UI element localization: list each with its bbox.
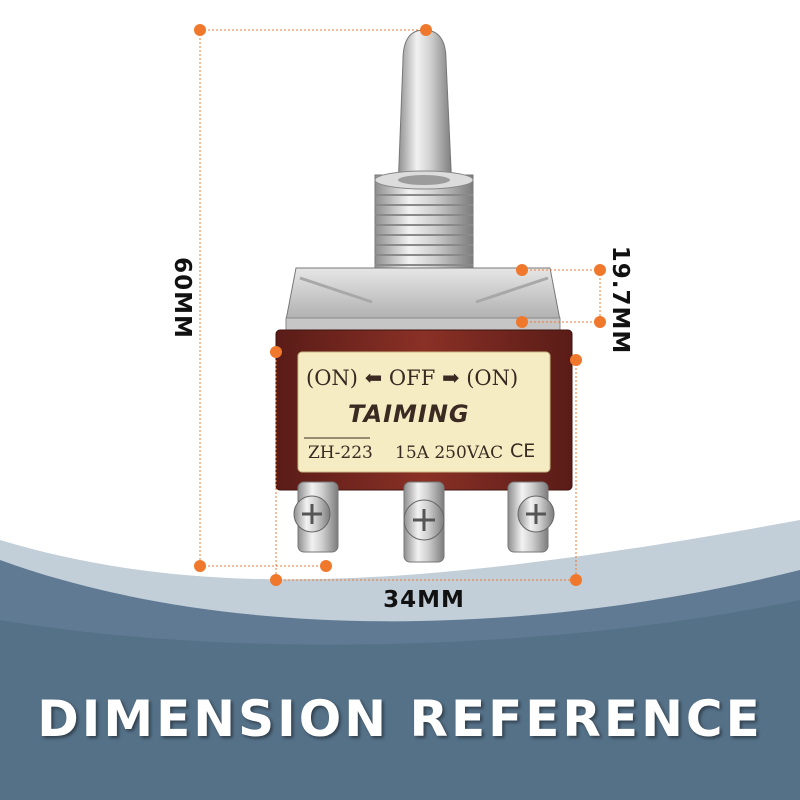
dimension-markers [194,24,606,586]
screw-terminals [293,481,555,563]
terminal-left [293,481,339,553]
banner-title: DIMENSION REFERENCE [37,690,763,748]
bushing-dimension-label: 19.7MM [607,245,633,355]
brand-name: TAIMING [348,400,470,428]
terminal-right [507,481,555,553]
toggle-lever [397,29,453,191]
dimension-lines [199,29,601,581]
terminal-middle [403,481,445,563]
position-indicator: (ON) ⬅ OFF ➡ (ON) [306,366,519,390]
electrical-rating: 15A 250VAC [395,443,504,463]
height-dimension-label: 60MM [169,257,195,339]
model-number: ZH-223 [308,443,373,463]
metal-cap [285,267,561,341]
background-wave [0,520,800,800]
label-plate [297,351,551,473]
ce-mark: CE [510,440,536,462]
width-dimension-label: 34MM [383,587,465,613]
